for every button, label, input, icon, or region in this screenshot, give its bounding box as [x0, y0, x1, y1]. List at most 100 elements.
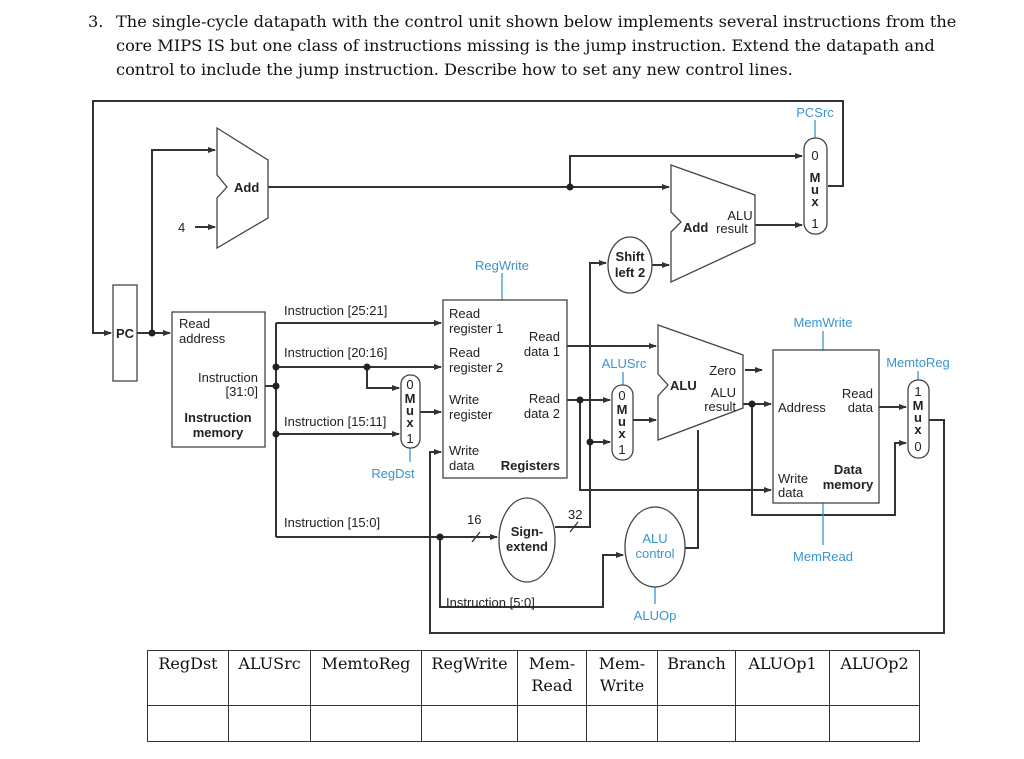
table-cell[interactable] — [735, 705, 830, 742]
instr-20-16-label: Instruction [20:16] — [284, 345, 387, 360]
header-text: Branch — [667, 654, 726, 673]
constant-four: 4 — [178, 220, 185, 235]
table-cell[interactable] — [657, 705, 736, 742]
aluop-label: ALUOp — [634, 608, 677, 623]
main-alu — [657, 324, 744, 441]
imem-bits-label: [31:0] — [225, 384, 258, 399]
shift-label-2: left 2 — [615, 265, 645, 280]
regdst-label: RegDst — [371, 466, 415, 481]
table-header-cell: RegWrite — [421, 650, 518, 706]
instruction-memory — [171, 311, 266, 448]
branch-adder-label: Add — [683, 220, 708, 235]
alu-control-label-2: control — [635, 546, 674, 561]
header-text: ALUOp2 — [840, 654, 909, 673]
header-text: RegWrite — [431, 654, 508, 673]
dm-read-label-2: data — [848, 400, 874, 415]
reg-rd2-b: data 2 — [524, 406, 560, 421]
regwrite-label: RegWrite — [475, 258, 529, 273]
regdst-mux-m: M — [405, 391, 416, 406]
bits-32-label: 32 — [568, 507, 582, 522]
instr-5-0-label: Instruction [5:0] — [446, 595, 535, 610]
reg-rr2-a: Read — [449, 345, 480, 360]
pcsrc-mux-u: u — [811, 182, 819, 197]
shift-label-1: Shift — [616, 249, 646, 264]
memwrite-label: MemWrite — [794, 315, 853, 330]
table-cell[interactable] — [147, 705, 229, 742]
alu-result-label-1: ALU — [711, 385, 736, 400]
regdst-mux-u: u — [406, 403, 414, 418]
pcsrc-mux-1: 1 — [811, 216, 818, 231]
table-header-cell: Branch — [657, 650, 736, 706]
alu-result-label-2: result — [704, 399, 736, 414]
table-header-cell: Mem- Write — [586, 650, 658, 706]
table-cell[interactable] — [228, 705, 311, 742]
imem-read-label: Read — [179, 316, 210, 331]
regdst-mux-x: x — [406, 415, 414, 430]
alu-control — [624, 506, 686, 588]
sign-extend-label-2: extend — [506, 539, 548, 554]
table-cell[interactable] — [310, 705, 422, 742]
pcsrc-mux — [803, 137, 828, 235]
memtoreg-mux-x: x — [914, 422, 922, 437]
reg-wd-b: data — [449, 458, 475, 473]
branch-adder-alu-label: ALU — [727, 208, 752, 223]
registers-name: Registers — [501, 458, 560, 473]
table-cell[interactable] — [421, 705, 518, 742]
alusrc-mux-x: x — [618, 426, 626, 441]
instr-15-0-label: Instruction [15:0] — [284, 515, 380, 530]
table-header-cell: ALUOp2 — [829, 650, 920, 706]
table-header-cell: Mem-Read — [517, 650, 587, 706]
memtoreg-label: MemtoReg — [886, 355, 950, 370]
register-file — [442, 299, 568, 479]
alusrc-mux-u: u — [618, 414, 626, 429]
header-text: RegDst — [158, 654, 218, 673]
instr-25-21-label: Instruction [25:21] — [284, 303, 387, 318]
header-text: ALUSrc — [238, 654, 301, 673]
table-header-cell: RegDst — [147, 650, 229, 706]
dm-name-1: Data — [834, 462, 863, 477]
alu-control-label-1: ALU — [642, 531, 667, 546]
reg-rd1-b: data 1 — [524, 344, 560, 359]
header-text: Write — [599, 676, 645, 695]
data-memory — [772, 349, 880, 504]
memread-label: MemRead — [793, 549, 853, 564]
imem-address-label: address — [179, 331, 226, 346]
memtoreg-mux — [907, 379, 930, 459]
table-cell[interactable] — [829, 705, 920, 742]
question-text: The single-cycle datapath with the contr… — [116, 12, 957, 79]
reg-rd2-a: Read — [529, 391, 560, 406]
table-cell[interactable] — [517, 705, 587, 742]
imem-name-2: memory — [193, 425, 244, 440]
dm-write-label-2: data — [778, 485, 804, 500]
bits-16-label: 16 — [467, 512, 481, 527]
memtoreg-mux-0: 0 — [914, 439, 921, 454]
header-text: Mem- — [598, 654, 646, 673]
pcsrc-mux-x: x — [811, 194, 819, 209]
header-text: ALUOp1 — [748, 654, 817, 673]
pcsrc-label: PCSrc — [796, 105, 834, 120]
alusrc-label: ALUSrc — [602, 356, 647, 371]
branch-adder — [670, 164, 756, 284]
pc-adder-label: Add — [234, 180, 259, 195]
reg-wr-b: register — [449, 407, 493, 422]
reg-rr1-a: Read — [449, 306, 480, 321]
question-number: 3. — [88, 12, 104, 31]
control-lines — [409, 120, 919, 604]
alusrc-mux-0: 0 — [618, 388, 625, 403]
memtoreg-mux-u: u — [914, 410, 922, 425]
reg-rd1-a: Read — [529, 329, 560, 344]
header-text: Read — [531, 676, 573, 695]
alu-label: ALU — [670, 378, 697, 393]
table-cell[interactable] — [586, 705, 658, 742]
branch-adder-result-label: result — [716, 221, 748, 236]
reg-wr-a: Write — [449, 392, 479, 407]
regdst-mux-1: 1 — [406, 431, 413, 446]
pc-register — [112, 284, 138, 382]
instr-15-11-label: Instruction [15:11] — [284, 414, 386, 429]
table-row — [147, 705, 920, 742]
memtoreg-mux-1: 1 — [914, 384, 921, 399]
junction-dots — [148, 183, 756, 541]
alusrc-mux-m: M — [617, 402, 628, 417]
